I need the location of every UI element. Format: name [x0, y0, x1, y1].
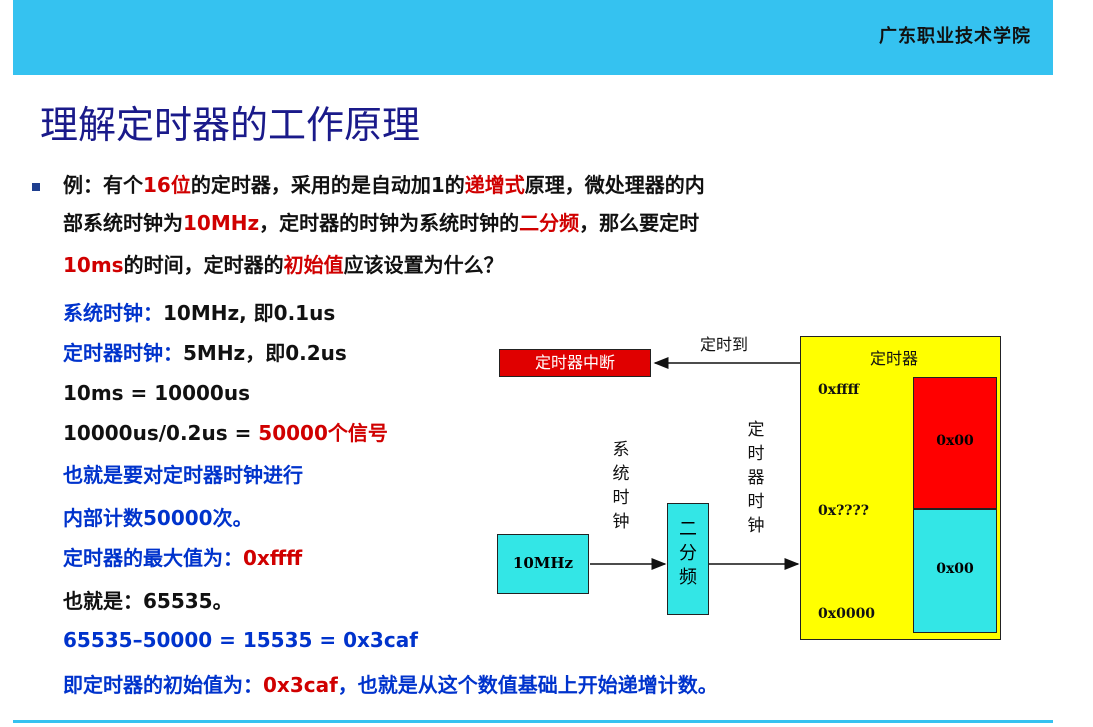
text-segment: 10ms = 10000us [63, 381, 250, 405]
calc-line-2: 定时器时钟：5MHz，即0.2us [63, 340, 347, 366]
text-segment: 5MHz，即0.2us [183, 341, 347, 365]
text-segment: 10000us/0.2us = [63, 421, 259, 445]
text-segment: 递增式 [464, 173, 525, 197]
text-segment: 即定时器的初始值为： [63, 673, 263, 697]
calc-line-10: 即定时器的初始值为：0x3caf，也就是从这个数值基础上开始递增计数。 [63, 672, 718, 698]
text-segment: 原理，微处理器的内 [524, 173, 705, 197]
text-segment: ，也就是从这个数值基础上开始递增计数。 [337, 673, 718, 697]
calc-line-6: 内部计数50000次。 [63, 505, 253, 531]
label-char: 时 [612, 488, 630, 508]
text-segment: 的定时器，采用的是自动加1的 [190, 173, 465, 197]
text-segment: 0x3caf [263, 673, 338, 697]
clock-source-box: 10MHz [497, 534, 589, 594]
calc-line-1: 系统时钟：10MHz, 即0.1us [63, 300, 335, 326]
text-segment: 内部计数50000次。 [63, 506, 253, 530]
header-band: 广东职业技术学院 [13, 0, 1053, 75]
label-char: 统 [612, 464, 630, 484]
question-line-1: 例：有个16位的定时器，采用的是自动加1的递增式原理，微处理器的内 [63, 172, 705, 198]
divider-box: 二 分 频 [667, 503, 709, 615]
question-line-3: 10ms的时间，定时器的初始值应该设置为什么？ [63, 252, 504, 278]
label-char: 时 [747, 492, 765, 512]
calc-line-8: 也就是：65535。 [63, 588, 233, 614]
timer-mid-label: 0x???? [818, 503, 869, 519]
text-segment: 二分频 [519, 211, 580, 235]
text-segment: 0xffff [243, 546, 303, 570]
text-segment: ，那么要定时 [579, 211, 700, 235]
text-segment: 例：有个 [63, 173, 143, 197]
timeout-label: 定时到 [700, 335, 749, 354]
timer-max-label: 0xffff [818, 382, 860, 398]
question-line-2: 部系统时钟为10MHz，定时器的时钟为系统时钟的二分频，那么要定时 [63, 210, 699, 236]
text-segment: 系统时钟： [63, 301, 163, 325]
text-segment: 也就是：65535。 [63, 589, 233, 613]
text-segment: 10MHz, 即0.1us [163, 301, 336, 325]
label-char: 系 [612, 440, 630, 460]
timer-min-label: 0x0000 [818, 606, 876, 622]
bottom-rule [13, 720, 1053, 723]
label-char: 定 [747, 420, 765, 440]
divider-char: 频 [679, 567, 697, 588]
label-char: 时 [747, 444, 765, 464]
register-high: 0x00 [913, 377, 997, 509]
label-char: 钟 [612, 512, 630, 532]
text-segment: 初始值 [283, 253, 344, 277]
calc-line-7: 定时器的最大值为：0xffff [63, 545, 302, 571]
slide-title: 理解定时器的工作原理 [40, 103, 421, 147]
text-segment: 10MHz [183, 211, 260, 235]
calc-line-3: 10ms = 10000us [63, 380, 250, 406]
text-segment: 50000个信号 [258, 421, 388, 445]
divider-char: 分 [679, 543, 697, 564]
bullet-square-icon [32, 183, 40, 191]
label-char: 器 [747, 468, 765, 488]
timer-clock-vertical-label: 定 时 器 时 钟 [746, 418, 766, 538]
calc-line-5: 也就是要对定时器时钟进行 [63, 462, 303, 488]
text-segment: 65535–50000 = 15535 = 0x3caf [63, 628, 418, 652]
text-segment: 也就是要对定时器时钟进行 [63, 463, 303, 487]
text-segment: 应该设置为什么？ [343, 253, 504, 277]
calc-line-9: 65535–50000 = 15535 = 0x3caf [63, 627, 418, 653]
timer-interrupt-box: 定时器中断 [499, 349, 651, 377]
system-clock-vertical-label: 系 统 时 钟 [611, 438, 631, 534]
text-segment: 16位 [143, 173, 191, 197]
text-segment: 部系统时钟为 [63, 211, 183, 235]
school-name: 广东职业技术学院 [879, 26, 1031, 47]
text-segment: 定时器的最大值为： [63, 546, 243, 570]
calc-line-4: 10000us/0.2us = 50000个信号 [63, 420, 388, 446]
text-segment: 定时器时钟： [63, 341, 183, 365]
register-low: 0x00 [913, 509, 997, 633]
text-segment: ，定时器的时钟为系统时钟的 [259, 211, 520, 235]
divider-char: 二 [679, 519, 697, 540]
label-char: 钟 [747, 516, 765, 536]
timer-title: 定时器 [870, 349, 919, 368]
text-segment: 10ms [63, 253, 124, 277]
text-segment: 的时间，定时器的 [123, 253, 284, 277]
